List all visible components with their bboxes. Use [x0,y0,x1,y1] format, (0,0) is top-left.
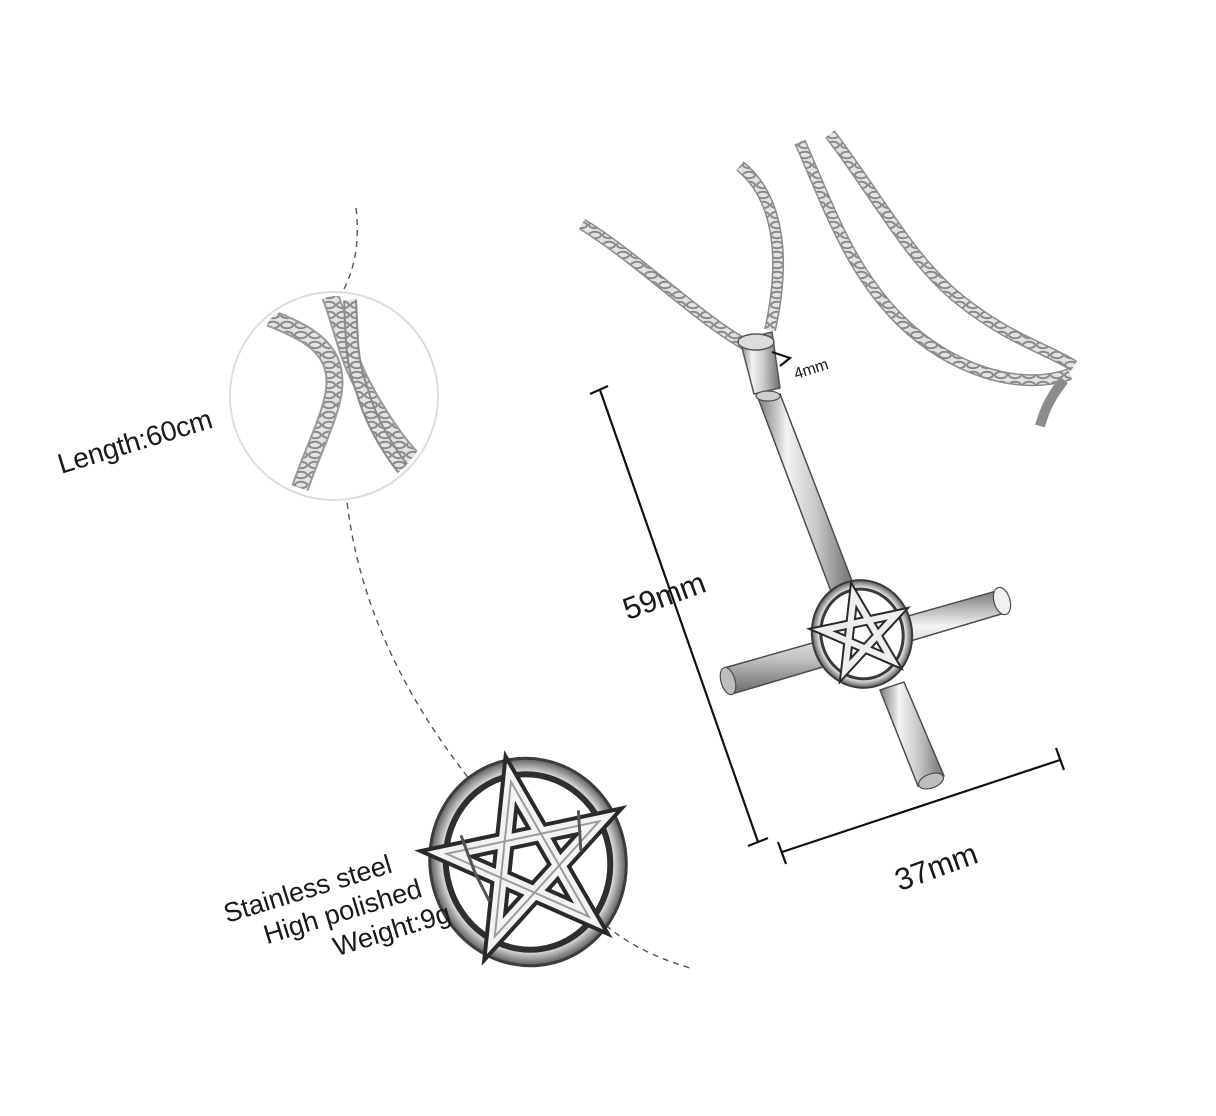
bail-dimension-arrow [771,350,793,367]
chain-detail-circle [229,291,439,501]
dashed-guide-lines [339,207,691,969]
dimension-lines [589,350,1066,865]
cross-pendant [719,390,1012,790]
height-dimension-line [598,389,760,843]
pentagram-detail-circle [414,750,628,968]
width-dimension-line [781,758,1061,854]
necklace-chain [578,130,1078,428]
pendant-bail [737,331,781,395]
